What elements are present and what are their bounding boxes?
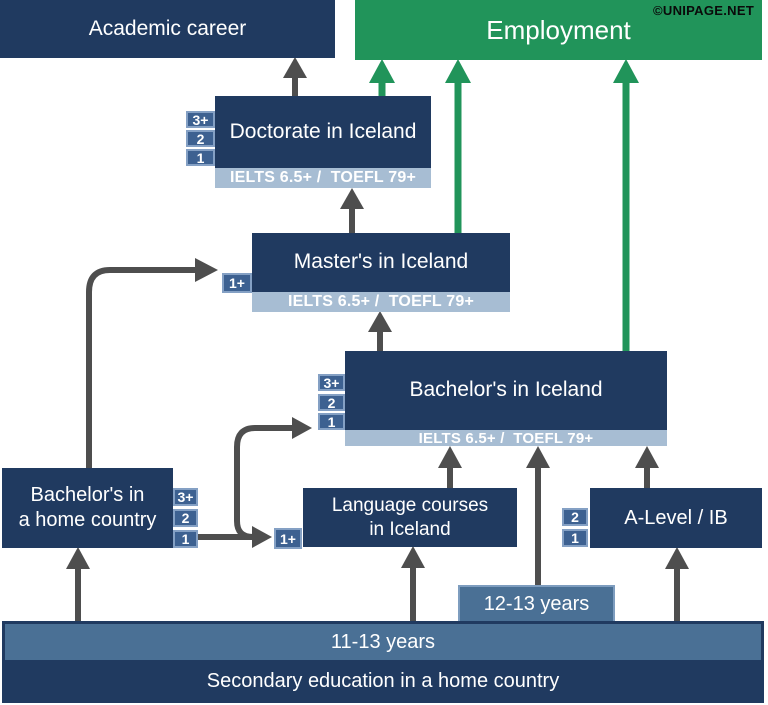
12-13-years-label: 12-13 years xyxy=(483,592,590,615)
bachelor-home-label-line1: Bachelor's in xyxy=(30,484,145,506)
master-language-requirements: IELTS 6.5+ / TOEFL 79+ xyxy=(252,292,510,312)
arrowhead-bachelor-to-employment xyxy=(613,59,639,83)
bachelor-home-year-badge-2: 2 xyxy=(173,509,198,527)
bachelor-iceland-year-badge-1: 1 xyxy=(318,413,345,430)
node-secondary-education: Secondary education in a home country xyxy=(2,660,764,703)
arrowhead-doctorate-to-employment xyxy=(369,59,395,83)
arrowhead-to-doctorate-ielts xyxy=(340,188,364,209)
academic-career-label: Academic career xyxy=(88,16,247,40)
bachelor-iceland-language-requirements: IELTS 6.5+ / TOEFL 79+ xyxy=(345,430,667,447)
arrow-bachelor-home-to-bachelor-iceland-curve xyxy=(234,425,294,540)
arrowhead-to-academic-career xyxy=(283,57,307,78)
a-level-year-badge-1: 1 xyxy=(562,529,588,547)
node-12-13-years: 12-13 years xyxy=(458,585,615,623)
arrowhead-to-bachelor-home xyxy=(66,547,90,569)
arrowhead-language-to-bachelor xyxy=(438,446,462,468)
copyright-watermark: ©UNIPAGE.NET xyxy=(653,3,755,18)
arrowhead-to-alevel xyxy=(665,547,689,569)
node-11-13-years: 11-13 years xyxy=(5,624,761,660)
doctorate-language-requirements: IELTS 6.5+ / TOEFL 79+ xyxy=(215,168,431,188)
arrowhead-master-to-employment xyxy=(445,59,471,83)
bachelor-home-label-line2: a home country xyxy=(18,509,157,531)
node-bachelor-iceland: Bachelor's in Iceland xyxy=(345,351,667,430)
bachelor-iceland-label: Bachelor's in Iceland xyxy=(409,378,603,402)
node-a-level-ib: A-Level / IB xyxy=(590,488,762,548)
doctorate-year-badge-3plus: 3+ xyxy=(186,111,215,128)
arrowhead-to-master-1plus-badge xyxy=(195,258,218,282)
arrowhead-to-language xyxy=(401,546,425,568)
language-courses-label-line2: in Iceland xyxy=(369,518,451,540)
arrowhead-to-language-1plus-badge xyxy=(252,526,272,548)
bachelor-home-year-badge-3plus: 3+ xyxy=(173,488,198,506)
a-level-ib-label: A-Level / IB xyxy=(624,506,728,529)
employment-label: Employment xyxy=(486,14,631,45)
arrowhead-alevel-to-bachelor xyxy=(635,446,659,468)
arrowhead-to-master-ielts xyxy=(368,311,392,332)
master-label: Master's in Iceland xyxy=(293,250,469,274)
bachelor-iceland-year-badge-2: 2 xyxy=(318,394,345,411)
doctorate-year-badge-2: 2 xyxy=(186,130,215,147)
master-year-badge-1plus: 1+ xyxy=(222,273,252,293)
language-courses-year-badge-1plus: 1+ xyxy=(274,528,302,549)
bachelor-home-year-badge-1: 1 xyxy=(173,530,198,548)
11-13-years-label: 11-13 years xyxy=(330,630,436,653)
arrowhead-to-bachelor-1-badge xyxy=(292,417,312,439)
node-doctorate: Doctorate in Iceland xyxy=(215,96,431,168)
node-language-courses: Language courses in Iceland xyxy=(303,488,517,547)
doctorate-year-badge-1: 1 xyxy=(186,149,215,166)
language-courses-label-line1: Language courses xyxy=(331,494,489,516)
arrow-bachelor-home-to-master-curve xyxy=(86,267,198,468)
node-master: Master's in Iceland xyxy=(252,233,510,292)
node-academic-career: Academic career xyxy=(0,0,335,58)
doctorate-label: Doctorate in Iceland xyxy=(229,119,417,143)
arrowhead-12-13-to-bachelor xyxy=(526,446,550,468)
node-employment: Employment xyxy=(355,0,762,60)
secondary-education-label: Secondary education in a home country xyxy=(206,670,560,692)
a-level-year-badge-2: 2 xyxy=(562,508,588,526)
bachelor-iceland-year-badge-3plus: 3+ xyxy=(318,374,345,391)
node-bachelor-home: Bachelor's in a home country xyxy=(2,468,173,548)
